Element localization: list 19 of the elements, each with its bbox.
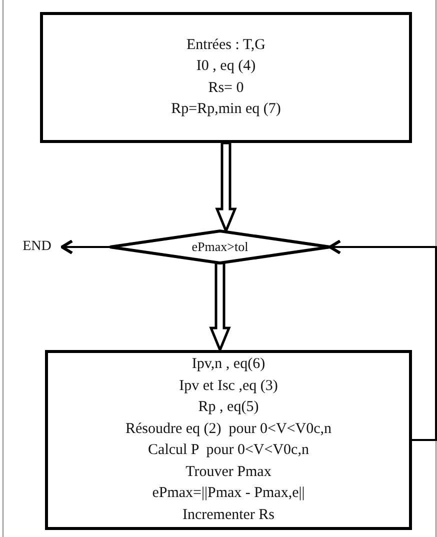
- step-text: Rp=Rp,min eq (7): [171, 100, 281, 119]
- step-text: Incrementer Rs: [182, 506, 275, 524]
- step-text: I0 , eq (4): [196, 57, 256, 76]
- condition-text: ePmax>tol: [192, 239, 248, 255]
- process-box: [40, 12, 412, 143]
- step-text: Rp , eq(5): [198, 398, 259, 417]
- step-text: Ipv et Isc ,eq (3): [179, 376, 278, 396]
- process-box: [45, 350, 412, 530]
- step-text: Rs= 0: [208, 78, 244, 98]
- step-text: Entrées : T,G: [186, 36, 266, 54]
- step-text: Ipv,n , eq(6): [192, 355, 266, 374]
- step-text: ePmax=||Pmax - Pmax,e||: [152, 484, 305, 503]
- arrow: [60, 240, 110, 254]
- step-text: Trouver Pmax: [186, 462, 272, 482]
- arrow: [328, 240, 437, 441]
- step-text: Résoudre eq (2) pour 0<V<V0c,n: [125, 420, 332, 438]
- step-text: Calcul P pour 0<V<V0c,n: [148, 441, 309, 460]
- decision-diamond: [110, 231, 330, 263]
- end-text: END: [22, 238, 52, 256]
